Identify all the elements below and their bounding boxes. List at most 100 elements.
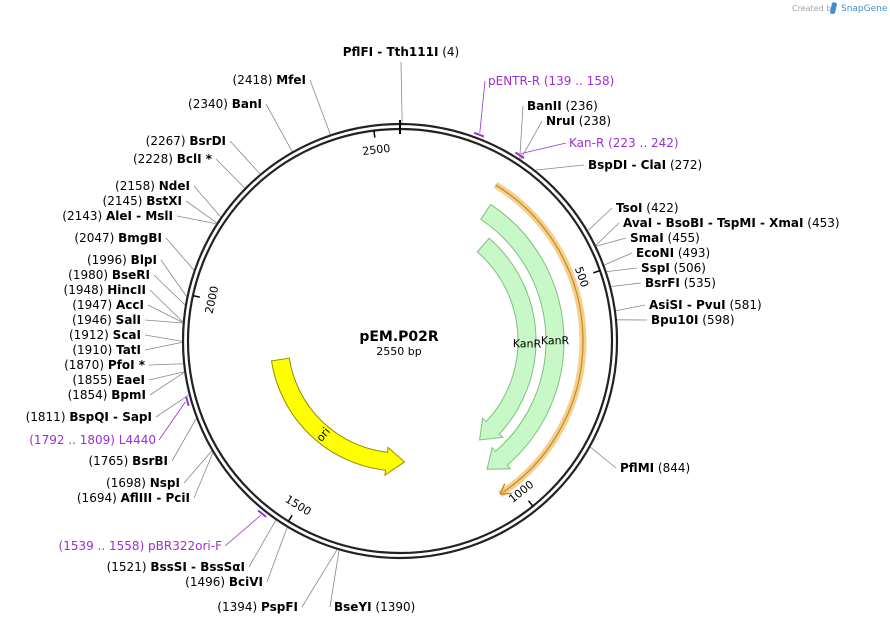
primer-label-l4440[interactable]: (1792 .. 1809) L4440 — [29, 433, 156, 447]
site-leader-506 — [606, 267, 638, 272]
site-name: TatI — [116, 343, 141, 357]
site-pos: (506) — [670, 261, 706, 275]
site-label-pspfi[interactable]: (1394) PspFI — [217, 600, 298, 614]
primer-label-kan-r[interactable]: Kan-R (223 .. 242) — [569, 136, 679, 150]
site-pos: (598) — [698, 313, 734, 327]
site-pos: (272) — [666, 158, 702, 172]
site-leader-1912 — [144, 334, 183, 342]
site-label-asisi-pvui[interactable]: AsiSI - PvuI (581) — [649, 298, 762, 312]
primer-label-pbr322ori-f[interactable]: (1539 .. 1558) pBR322ori-F — [59, 539, 223, 553]
tick-1500 — [287, 514, 293, 522]
site-label-ndei[interactable]: (2158) NdeI — [115, 179, 190, 193]
site-name: PfoI * — [108, 358, 146, 372]
site-label-bani[interactable]: (2340) BanI — [188, 97, 262, 111]
site-label-bsrdi[interactable]: (2267) BsrDI — [146, 134, 226, 148]
site-label-bcli[interactable]: (2228) BclI * — [133, 152, 213, 166]
site-label-scai[interactable]: (1912) ScaI — [69, 328, 141, 342]
site-name: HincII — [107, 283, 146, 297]
site-leader-272 — [535, 164, 585, 171]
site-label-econi[interactable]: EcoNI (493) — [636, 246, 710, 260]
tick-2000 — [192, 294, 200, 298]
site-leader-453 — [595, 222, 620, 246]
site-label-bspqi-sapi[interactable]: (1811) BspQI - SapI — [26, 410, 152, 424]
site-name: BstXI — [146, 194, 182, 208]
site-name: BspDI - ClaI — [588, 158, 666, 172]
site-leader-1811 — [155, 394, 190, 418]
site-pos: (493) — [674, 246, 710, 260]
site-pos: (1910) — [72, 343, 116, 357]
site-leader-lines — [144, 61, 648, 608]
site-label-bspdi-clai[interactable]: BspDI - ClaI (272) — [588, 158, 702, 172]
site-label-blpi[interactable]: (1996) BlpI — [87, 253, 157, 267]
site-label-acci[interactable]: (1947) AccI — [72, 298, 144, 312]
site-pos: (1854) — [68, 388, 112, 402]
site-label-banii[interactable]: BanII (236) — [527, 99, 598, 113]
feature-label-kanr-0: KanR — [541, 334, 570, 347]
site-label-bstxi[interactable]: (2145) BstXI — [103, 194, 182, 208]
site-name: Bpu10I — [651, 313, 698, 327]
site-name: NspI — [150, 476, 180, 490]
site-leader-1870 — [148, 363, 184, 366]
site-name: BseRI — [112, 268, 150, 282]
site-label-tsoi[interactable]: TsoI (422) — [616, 201, 679, 215]
site-name: BssSI - BssSαI — [150, 560, 245, 574]
site-label-pfoi[interactable]: (1870) PfoI * — [64, 358, 146, 372]
site-pos: (1694) — [77, 491, 121, 505]
site-pos: (4) — [438, 45, 459, 59]
site-label-smai[interactable]: SmaI (455) — [630, 231, 700, 245]
restriction-site-labels: PflFI - Tth111I (4) BanII (236)NruI (238)… — [26, 45, 840, 614]
site-label-bpu10i[interactable]: Bpu10I (598) — [651, 313, 735, 327]
site-label-mfei[interactable]: (2418) MfeI — [233, 73, 306, 87]
site-label-hincii[interactable]: (1948) HincII — [64, 283, 146, 297]
site-label-bsrbi[interactable]: (1765) BsrBI — [88, 454, 168, 468]
site-label-pflmi[interactable]: PflMI (844) — [620, 461, 690, 475]
plasmid-name: pEM.P02R — [359, 329, 439, 345]
site-label-alei-msli[interactable]: (2143) AleI - MslI — [62, 209, 173, 223]
site-name: NruI — [546, 114, 575, 128]
created-by-text: Created by — [792, 4, 836, 13]
primer-label-pentr-r[interactable]: pENTR-R (139 .. 158) — [488, 74, 614, 88]
site-pos: (1946) — [72, 313, 116, 327]
feature-kanr-0[interactable] — [480, 203, 565, 470]
site-name: BciVI — [229, 575, 263, 589]
site-leader-236 — [519, 105, 524, 159]
site-pos: (535) — [680, 276, 716, 290]
feature-kanr-1[interactable] — [476, 237, 537, 441]
site-leader-1698 — [183, 450, 213, 484]
site-label-sspi[interactable]: SspI (506) — [641, 261, 706, 275]
site-pos: (2047) — [74, 231, 118, 245]
site-label-bcivi[interactable]: (1496) BciVI — [185, 575, 263, 589]
site-leader-1948 — [149, 289, 184, 323]
snapgene-logo-icon — [830, 2, 837, 15]
site-name: SmaI — [630, 231, 664, 245]
tick-label-1500: 1500 — [283, 493, 314, 519]
site-label-nrui[interactable]: NruI (238) — [546, 114, 611, 128]
site-leader-1910 — [144, 341, 183, 351]
feature-ori-2[interactable] — [270, 357, 406, 477]
primer-mark-l4440 — [185, 396, 190, 406]
site-label-bsssi-bsss-i[interactable]: (1521) BssSI - BssSαI — [107, 560, 245, 574]
tick-2500 — [373, 130, 376, 138]
highlight-arrow-head — [499, 483, 512, 495]
site-leader-1996 — [160, 259, 187, 297]
site-leader-2145 — [185, 200, 218, 224]
site-name: AflIII - PciI — [121, 491, 190, 505]
site-label-bseri[interactable]: (1980) BseRI — [68, 268, 150, 282]
site-name: SalI — [116, 313, 141, 327]
site-label-eaei[interactable]: (1855) EaeI — [72, 373, 145, 387]
site-label-pflfi-tth111i[interactable]: PflFI - Tth111I (4) — [343, 45, 459, 59]
site-label-tati[interactable]: (1910) TatI — [72, 343, 141, 357]
site-label-afliii-pcii[interactable]: (1694) AflIII - PciI — [77, 491, 190, 505]
site-label-bsrfi[interactable]: BsrFI (535) — [645, 276, 716, 290]
site-pos: (2267) — [146, 134, 190, 148]
site-name: AsiSI - PvuI — [649, 298, 726, 312]
site-label-sali[interactable]: (1946) SalI — [72, 313, 141, 327]
site-label-bmgbi[interactable]: (2047) BmgBI — [74, 231, 162, 245]
site-pos: (2143) — [62, 209, 106, 223]
site-name: AvaI - BsoBI - TspMI - XmaI — [623, 216, 803, 230]
site-label-nspi[interactable]: (1698) NspI — [106, 476, 180, 490]
site-label-avai-bsobi-tspmi-xmai[interactable]: AvaI - BsoBI - TspMI - XmaI (453) — [623, 216, 840, 230]
site-label-bseyi[interactable]: BseYI (1390) — [334, 600, 415, 614]
site-label-bpmi[interactable]: (1854) BpmI — [68, 388, 146, 402]
